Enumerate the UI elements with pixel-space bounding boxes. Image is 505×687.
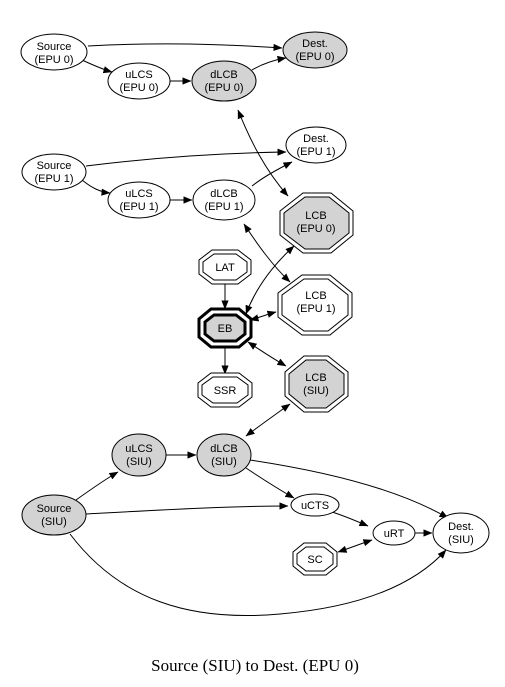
svg-text:(EPU 1): (EPU 1)	[296, 303, 335, 315]
svg-text:SSR: SSR	[214, 385, 237, 397]
edge-source-epu1-to-ulcs-epu1	[81, 179, 111, 196]
node-ssr: SSR	[197, 372, 253, 408]
svg-text:(EPU 1): (EPU 1)	[34, 173, 73, 185]
edges	[69, 43, 449, 617]
svg-text:LCB: LCB	[305, 372, 326, 384]
edge-source-epu0-to-dest-epu0	[87, 43, 283, 52]
svg-text:uRT: uRT	[384, 528, 405, 540]
node-dest-siu: Dest. (SIU)	[432, 512, 490, 554]
svg-text:dLCB: dLCB	[210, 69, 238, 81]
svg-text:LAT: LAT	[215, 262, 235, 274]
svg-text:Source: Source	[37, 41, 72, 53]
svg-text:dLCB: dLCB	[210, 443, 238, 455]
node-eb: EB	[197, 307, 253, 349]
node-lat: LAT	[198, 249, 252, 285]
node-sc: SC	[292, 542, 338, 576]
edge-dlcb-siu-to-lcb-siu	[245, 403, 291, 437]
edge-eb-to-lcb-siu	[247, 341, 287, 367]
svg-text:LCB: LCB	[305, 290, 326, 302]
node-dlcb-epu0: dLCB (EPU 0)	[191, 60, 257, 102]
edge-source-epu0-to-ulcs-epu0	[81, 59, 113, 74]
edge-lcb-epu1-to-eb	[249, 310, 277, 322]
node-lcb-epu0: LCB (EPU 0)	[279, 192, 354, 254]
node-source-epu0: Source (EPU 0)	[20, 33, 88, 71]
diagram-caption: Source (SIU) to Dest. (EPU 0)	[151, 656, 359, 675]
svg-text:(EPU 1): (EPU 1)	[119, 201, 158, 213]
svg-text:LCB: LCB	[305, 210, 326, 222]
node-ulcs-siu: uLCS (SIU)	[111, 433, 167, 477]
svg-text:Source: Source	[37, 503, 72, 515]
svg-text:(SIU): (SIU)	[126, 456, 152, 468]
edge-lcb-epu0-to-eb	[245, 245, 295, 315]
svg-text:(SIU): (SIU)	[41, 516, 67, 528]
svg-text:uLCS: uLCS	[125, 443, 153, 455]
node-lcb-siu: LCB (SIU)	[284, 355, 349, 413]
svg-text:SC: SC	[307, 554, 322, 566]
node-urt: uRT	[372, 520, 416, 546]
edge-dlcb-epu0-to-lcb-epu0	[237, 109, 289, 197]
edge-dlcb-siu-to-ucts	[245, 467, 295, 499]
edge-source-epu1-to-dest-epu1	[85, 148, 287, 167]
node-lcb-epu1: LCB (EPU 1)	[277, 274, 353, 336]
svg-text:Source: Source	[37, 160, 72, 172]
svg-text:(EPU 0): (EPU 0)	[204, 82, 243, 94]
node-source-siu: Source (SIU)	[21, 494, 87, 536]
edge-dlcb-siu-to-dest-siu	[249, 459, 449, 519]
edge-source-siu-to-ucts	[85, 502, 289, 515]
node-dlcb-epu1: dLCB (EPU 1)	[192, 179, 256, 221]
svg-text:uLCS: uLCS	[125, 69, 153, 81]
node-ulcs-epu0: uLCS (EPU 0)	[107, 62, 171, 100]
edge-dlcb-epu1-to-dest-epu1	[251, 161, 293, 187]
node-dlcb-siu: dLCB (SIU)	[196, 433, 252, 477]
node-dest-epu1: Dest. (EPU 1)	[285, 126, 347, 164]
svg-text:(SIU): (SIU)	[211, 456, 237, 468]
node-source-epu1: Source (EPU 1)	[21, 153, 87, 191]
svg-text:(EPU 1): (EPU 1)	[204, 201, 243, 213]
svg-text:(EPU 0): (EPU 0)	[119, 82, 158, 94]
edge-source-siu-to-ulcs-siu	[75, 471, 119, 501]
svg-text:(EPU 0): (EPU 0)	[295, 51, 334, 63]
edge-source-siu-to-dest-siu	[69, 533, 447, 617]
svg-text:uLCS: uLCS	[125, 188, 153, 200]
nodes: Source (EPU 0) Dest. (EPU 0) uLCS (EPU 0…	[20, 31, 490, 576]
svg-text:(EPU 0): (EPU 0)	[34, 54, 73, 66]
edge-dlcb-epu0-to-dest-epu0	[251, 55, 287, 71]
svg-text:Dest.: Dest.	[448, 521, 474, 533]
svg-text:EB: EB	[218, 323, 233, 335]
edge-sc-to-urt	[337, 539, 373, 553]
svg-text:(EPU 1): (EPU 1)	[296, 146, 335, 158]
node-dest-epu0: Dest. (EPU 0)	[282, 31, 348, 69]
edge-ucts-to-urt	[331, 511, 369, 527]
svg-text:(EPU 0): (EPU 0)	[296, 223, 335, 235]
svg-text:(SIU): (SIU)	[448, 534, 474, 546]
svg-text:Dest.: Dest.	[302, 38, 328, 50]
svg-text:Dest.: Dest.	[303, 133, 329, 145]
svg-text:uCTS: uCTS	[301, 500, 329, 512]
node-ucts: uCTS	[290, 493, 340, 517]
svg-text:(SIU): (SIU)	[303, 385, 329, 397]
svg-text:dLCB: dLCB	[210, 188, 238, 200]
node-ulcs-epu1: uLCS (EPU 1)	[107, 181, 171, 219]
